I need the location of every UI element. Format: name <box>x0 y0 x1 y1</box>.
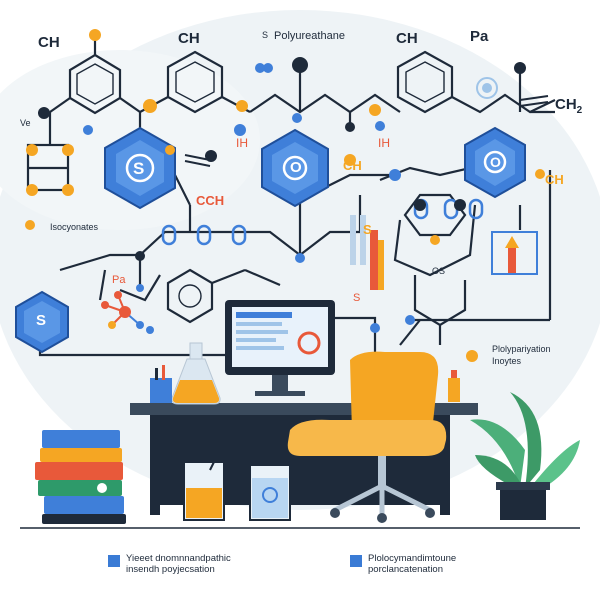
benzene-ring-top-left <box>68 53 122 115</box>
label-polymerization-2: Inoytes <box>492 356 522 366</box>
hexagon-o-center <box>261 128 329 208</box>
label-left-small: Ve <box>20 118 31 128</box>
label-pa: Pa <box>470 28 489 45</box>
flask <box>171 342 221 405</box>
hexagon-s-large <box>104 126 176 210</box>
legend-text-1: Yieeet dnomnnandpathic insendh poyjecsat… <box>126 553 231 575</box>
hex-letter-o-center: O <box>290 159 302 176</box>
book-stack <box>35 430 126 524</box>
benzene-ring-top-right <box>396 50 454 114</box>
benzene-ring-top-center <box>166 50 224 114</box>
label-ih-left: IH <box>236 136 248 150</box>
legend-swatch-1 <box>108 555 120 567</box>
monitor <box>225 300 335 396</box>
label-ch-mid-center: CH <box>343 158 362 173</box>
label-pa-mid: Pa <box>112 274 126 286</box>
bar-s-panel <box>350 215 384 290</box>
label-cch: CCH <box>196 193 225 208</box>
label-s-mid: S <box>353 292 361 304</box>
label-s-orange: S <box>363 222 372 237</box>
legend-item-2: Plolocymandimtoune porclancatenation <box>350 553 456 575</box>
hex-letter-s-left: S <box>36 312 47 329</box>
bottle <box>448 370 460 402</box>
pen-cup <box>150 365 172 403</box>
label-isocyanates: Isocyonates <box>50 222 99 232</box>
legend-text-2: Plolocymandimtoune porclancatenation <box>368 553 457 575</box>
arrow-panel <box>491 231 538 275</box>
label-polyurethane: Polyureathane <box>274 30 345 42</box>
atom-dots <box>25 29 545 362</box>
orange-glass <box>183 439 226 521</box>
label-os: OS <box>432 266 446 276</box>
chair <box>287 351 447 523</box>
small-molecule <box>101 291 144 329</box>
label-ch-right: CH <box>545 172 564 187</box>
label-ch2: CH2 <box>555 96 583 116</box>
label-ih-center: IH <box>378 136 390 150</box>
legend-item-1: Yieeet dnomnnandpathic insendh poyjecsat… <box>108 553 231 575</box>
plant <box>470 392 580 520</box>
label-polyurethane-prefix: S <box>262 30 269 40</box>
label-ch-top-center: CH <box>178 30 200 47</box>
label-ch-top-left: CH <box>38 34 60 51</box>
hexagon-o-right <box>464 126 526 199</box>
double-bonds <box>184 95 549 167</box>
hex-letter-s-large: S <box>133 159 145 178</box>
label-polymerization: Plolypariyation <box>492 344 551 354</box>
legend-swatch-2 <box>350 555 362 567</box>
label-ch-top-right: CH <box>396 30 418 47</box>
water-glass <box>249 464 291 521</box>
node-capsules <box>161 198 484 246</box>
hex-letter-o-right: O <box>490 154 501 170</box>
hexagon-s-left <box>15 290 69 354</box>
